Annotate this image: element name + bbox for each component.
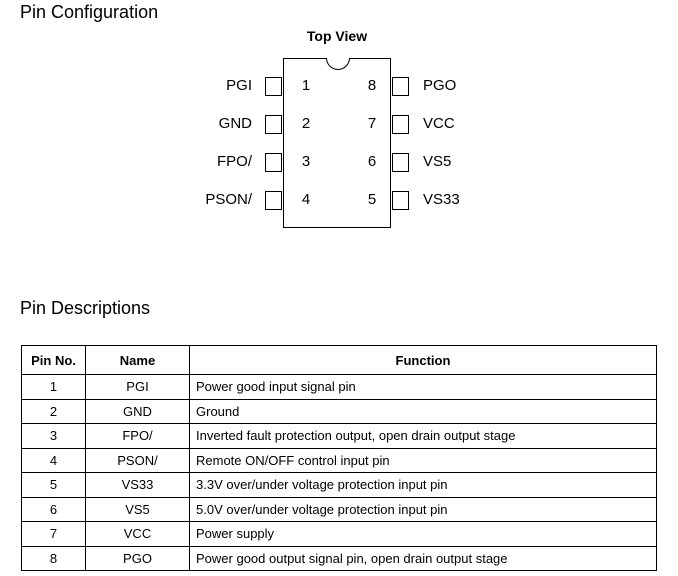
table-row: 7 VCC Power supply [21,521,657,547]
pin-no-cell: 1 [21,374,86,400]
function-cell: 3.3V over/under voltage protection input… [189,472,657,498]
pin-number: 5 [367,191,377,208]
pin-pad-5 [392,191,409,210]
pin-name: VS5 [423,153,452,170]
pin-descriptions-heading: Pin Descriptions [20,298,151,318]
table-row: 3 FPO/ Inverted fault protection output,… [21,423,657,449]
pin-number: 3 [301,153,311,170]
pin-name: VS33 [423,191,460,208]
pin-pad-8 [392,77,409,96]
pin-no-cell: 6 [21,496,86,522]
pin-no-cell: 2 [21,398,86,424]
pin-pad-6 [392,153,409,172]
function-cell: Ground [189,398,657,424]
pin-number: 8 [367,77,377,94]
function-cell: 5.0V over/under voltage protection input… [189,496,657,522]
function-cell: Remote ON/OFF control input pin [189,447,657,473]
name-cell: FPO/ [85,423,190,449]
column-header: Name [85,345,190,375]
table-row: 1 PGI Power good input signal pin [21,374,657,400]
pin-pad-2 [265,115,282,134]
function-cell: Power good input signal pin [189,374,657,400]
pin-descriptions-table: Pin No. Name Function 1 PGI Power good i… [21,345,657,571]
pin-pad-1 [265,77,282,96]
column-header: Pin No. [21,345,86,375]
table-header-row: Pin No. Name Function [21,345,657,375]
pin-number: 7 [367,115,377,132]
name-cell: VS5 [85,496,190,522]
pin-no-cell: 3 [21,423,86,449]
table-row: 6 VS5 5.0V over/under voltage protection… [21,496,657,522]
pin-no-cell: 7 [21,521,86,547]
pin-name: VCC [423,115,455,132]
table-row: 8 PGO Power good output signal pin, open… [21,545,657,571]
function-cell: Power supply [189,521,657,547]
pin-number: 2 [301,115,311,132]
chip-body [283,57,391,228]
pin-name: FPO/ [216,153,252,170]
pin-name: PGI [226,77,252,94]
function-cell: Inverted fault protection output, open d… [189,423,657,449]
pin-pad-7 [392,115,409,134]
name-cell: PGO [85,545,190,571]
pin-configuration-heading: Pin Configuration [20,2,159,22]
table-row: 4 PSON/ Remote ON/OFF control input pin [21,447,657,473]
pin-pad-3 [265,153,282,172]
name-cell: GND [85,398,190,424]
table-row: 5 VS33 3.3V over/under voltage protectio… [21,472,657,498]
name-cell: VCC [85,521,190,547]
pin-diagram: Top View 1 2 3 4 PGI GND FPO/ PSON/ 8 7 … [0,0,678,260]
pin-no-cell: 8 [21,545,86,571]
name-cell: VS33 [85,472,190,498]
table-row: 2 GND Ground [21,398,657,424]
top-view-label: Top View [306,28,368,44]
pin-name: GND [218,115,252,132]
chip-notch [326,57,350,70]
pin-no-cell: 5 [21,472,86,498]
pin-number: 1 [301,77,311,94]
pin-name: PSON/ [205,191,252,208]
pin-no-cell: 4 [21,447,86,473]
pin-name: PGO [423,77,457,94]
pin-pad-4 [265,191,282,210]
function-cell: Power good output signal pin, open drain… [189,545,657,571]
pin-number: 6 [367,153,377,170]
name-cell: PSON/ [85,447,190,473]
pin-number: 4 [301,191,311,208]
name-cell: PGI [85,374,190,400]
column-header: Function [189,345,657,375]
